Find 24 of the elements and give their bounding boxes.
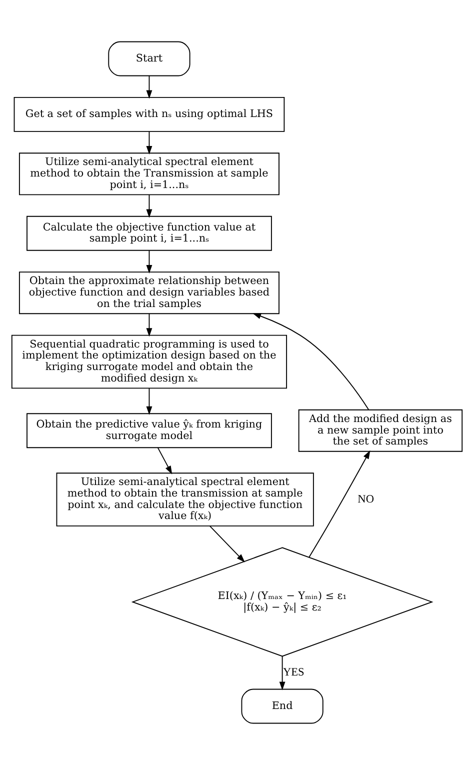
arrow	[146, 194, 152, 218]
arrow	[308, 450, 370, 558]
arrow	[146, 313, 152, 337]
arrow	[279, 656, 286, 690]
arrow	[252, 313, 370, 410]
node-box: Calculate the objective function value at sample point i, i=1...nₛ	[26, 216, 272, 251]
node-box: Obtain the predictive value ŷₖ from kriging surrogate model	[26, 413, 272, 448]
node-box: Sequential quadratic programming is used to implement the optimization design based on the kriging surrogate model and obtain the modified design xₖ	[11, 334, 288, 389]
node-diamond: EI(xₖ) / (Yₘₐₓ − Yₘᵢₙ) ≤ ε₁ |f(xₖ) − ŷₖ| ≤ ε₂	[131, 547, 434, 657]
node-box: Start	[108, 41, 190, 76]
node-box: End	[241, 688, 324, 724]
arrow	[209, 526, 245, 562]
arrow	[146, 131, 152, 155]
node-box: Get a set of samples with nₛ using optimal LHS	[14, 96, 285, 132]
node-box: Utilize semi-analytical spectral element method to obtain the transmission at sample point xₖ, and calculate the objective function value f(xₖ)	[56, 472, 314, 526]
node-box: Utilize semi-analytical spectral element method to obtain the Transmission at sample point i, i=1...nₛ	[18, 152, 280, 196]
arrow	[146, 75, 152, 99]
node-box: Add the modified design as a new sample point into the set of samples	[298, 409, 463, 452]
node-box: Obtain the approximate relationship between objective function and design variables based on the trial samples	[18, 272, 280, 314]
edge-label: YES	[282, 666, 304, 679]
edge-label: NO	[358, 493, 374, 506]
arrow	[157, 447, 172, 474]
arrow	[146, 388, 152, 415]
arrow	[146, 250, 152, 274]
